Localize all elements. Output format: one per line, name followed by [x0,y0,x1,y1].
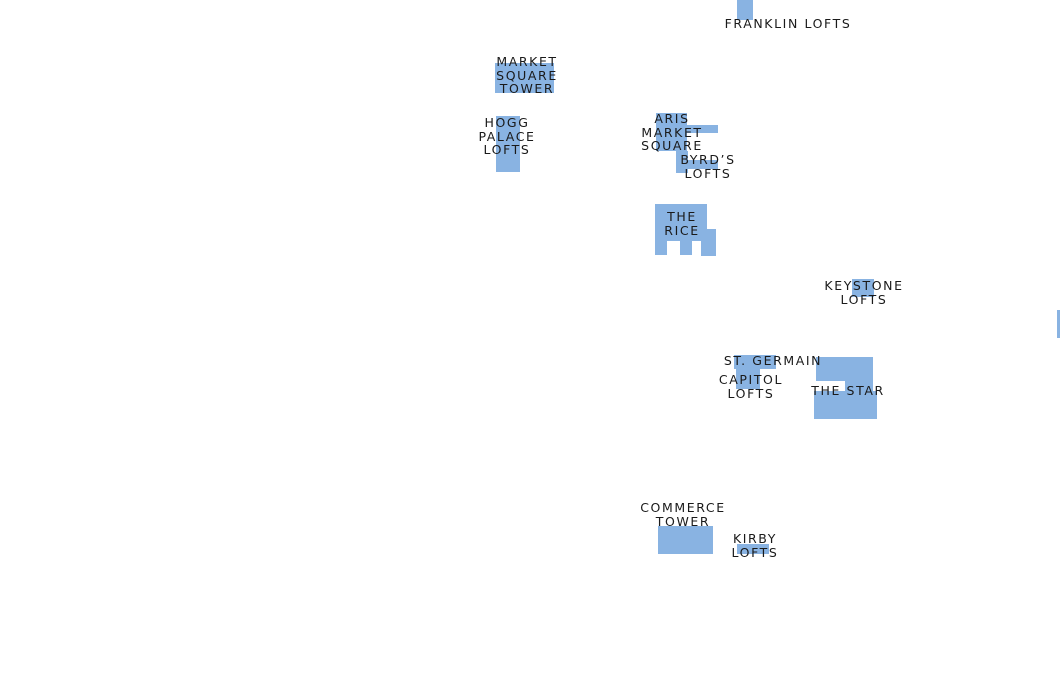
the-rice-footprint-leg-1[interactable] [655,241,667,255]
capitol-lofts-footprint[interactable] [736,369,760,389]
market-square-tower-label[interactable]: MARKET SQUARE TOWER [496,54,558,96]
edge-building-footprint[interactable] [1057,310,1060,338]
the-rice-label[interactable]: THE RICE [664,209,700,238]
byrds-lofts-label[interactable]: BYRD’S LOFTS [680,152,736,181]
byrds-lofts-footprint-annex[interactable] [688,160,718,169]
the-star-label[interactable]: THE STAR [811,383,885,398]
hogg-palace-lofts-footprint[interactable] [496,116,520,172]
st-germain-footprint[interactable] [734,355,776,369]
the-star-footprint-bottom[interactable] [814,391,877,419]
the-star-footprint-right[interactable] [845,381,873,391]
the-star-footprint-top[interactable] [816,357,873,381]
st-germain-label[interactable]: ST. GERMAIN [723,353,823,368]
byrds-lofts-footprint[interactable] [676,151,688,173]
capitol-lofts-label[interactable]: CAPITOL LOFTS [718,372,784,401]
commerce-tower-footprint[interactable] [658,526,713,554]
the-rice-footprint-leg-3[interactable] [701,229,716,256]
keystone-lofts-footprint[interactable] [852,279,874,297]
the-rice-footprint-main[interactable] [655,204,707,241]
franklin-lofts-footprint[interactable] [737,0,753,20]
kirby-lofts-footprint[interactable] [737,544,769,554]
aris-market-square-label[interactable]: ARIS MARKET SQUARE [641,111,703,153]
keystone-lofts-label[interactable]: KEYSTONE LOFTS [824,278,904,307]
aris-market-square-footprint-main[interactable] [656,113,687,151]
commerce-tower-label[interactable]: COMMERCE TOWER [640,500,726,529]
the-rice-footprint-leg-2[interactable] [680,241,692,255]
kirby-lofts-label[interactable]: KIRBY LOFTS [731,531,779,560]
aris-market-square-footprint-wing[interactable] [687,125,718,133]
market-square-tower-footprint[interactable] [495,63,554,93]
hogg-palace-lofts-label[interactable]: HOGG PALACE LOFTS [478,115,536,157]
franklin-lofts-label[interactable]: FRANKLIN LOFTS [724,16,852,31]
